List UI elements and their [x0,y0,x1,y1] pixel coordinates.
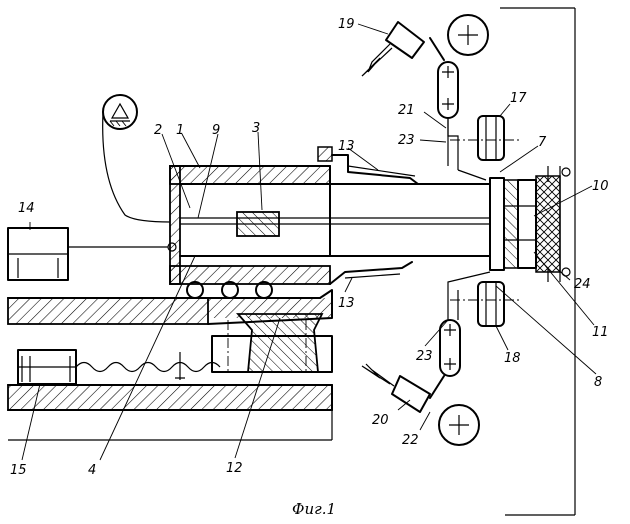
label-19: 19 [338,17,355,32]
label-10: 10 [592,179,609,194]
drive-unit-14 [8,228,176,280]
label-17: 17 [510,91,527,106]
cartridge-3 [237,212,279,236]
label-13-bottom: 13 [338,296,355,311]
label-3: 3 [252,121,260,136]
label-2: 2 [154,123,162,138]
label-18: 18 [504,351,521,366]
label-23-top: 23 [398,133,415,148]
upper-feed-assembly [362,15,520,180]
ground-symbol [103,95,170,222]
label-11: 11 [592,325,609,340]
barrel-2 [180,184,490,256]
figure-caption: Фиг.1 [292,500,336,518]
label-13-top: 13 [338,139,355,154]
head-assembly [490,166,570,282]
label-21: 21 [398,103,415,118]
label-1: 1 [176,123,184,138]
label-23-bottom: 23 [416,349,433,364]
label-12: 12 [226,461,243,476]
clamp-13-bottom [330,262,412,284]
label-22: 22 [402,433,419,448]
label-14: 14 [18,201,35,216]
label-9: 9 [212,123,220,138]
clamp-13-top [318,147,418,184]
lower-base [8,385,332,440]
label-15: 15 [10,463,27,478]
label-7: 7 [538,135,547,150]
label-8: 8 [594,375,602,390]
motor-15 [18,350,220,384]
label-20: 20 [372,413,389,428]
label-4: 4 [88,463,96,478]
label-24: 24 [574,277,591,292]
